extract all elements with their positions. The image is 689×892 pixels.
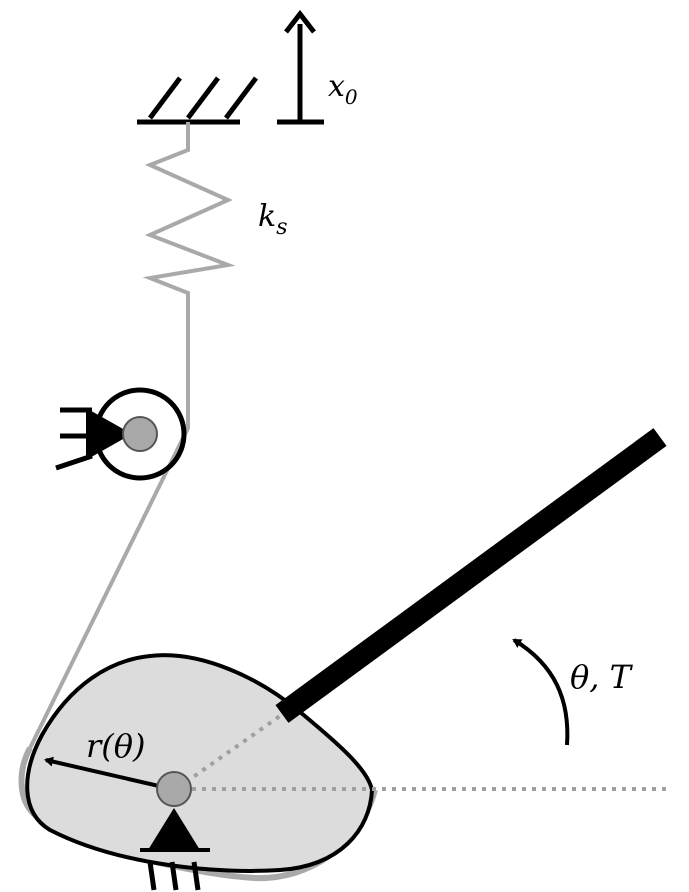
pulley — [93, 387, 187, 481]
spring-symbol: k — [258, 199, 276, 234]
torque-symbol: T — [610, 658, 634, 696]
spring-subscript: s — [276, 215, 287, 240]
cam-pivot-support — [148, 808, 200, 850]
lever-arm — [275, 428, 667, 723]
radius-label: r(θ) — [86, 727, 146, 765]
angle-torque-comma: , — [589, 658, 609, 696]
angle-symbol: θ — [570, 658, 589, 696]
rotation-arrow — [512, 638, 570, 746]
pulley-axle — [122, 416, 158, 452]
displacement-symbol: x — [328, 69, 345, 104]
cam-pivot — [156, 771, 192, 807]
displacement-arrow — [277, 9, 324, 125]
displacement-subscript: 0 — [345, 85, 358, 109]
cam-ground-hatch — [140, 848, 210, 891]
radius-symbol: r — [86, 727, 103, 765]
radius-open-paren: ( — [101, 727, 115, 765]
radius-argument: θ — [114, 727, 133, 765]
radius-close-paren: ) — [132, 727, 145, 765]
radius-arrow — [44, 756, 173, 791]
cable — [28, 300, 190, 749]
angle-torque-label: θ, T — [570, 658, 634, 696]
displacement-label: x0 — [328, 69, 358, 109]
spring — [142, 122, 236, 300]
ground-support — [137, 76, 258, 125]
spring-stiffness-label: ks — [258, 199, 287, 240]
